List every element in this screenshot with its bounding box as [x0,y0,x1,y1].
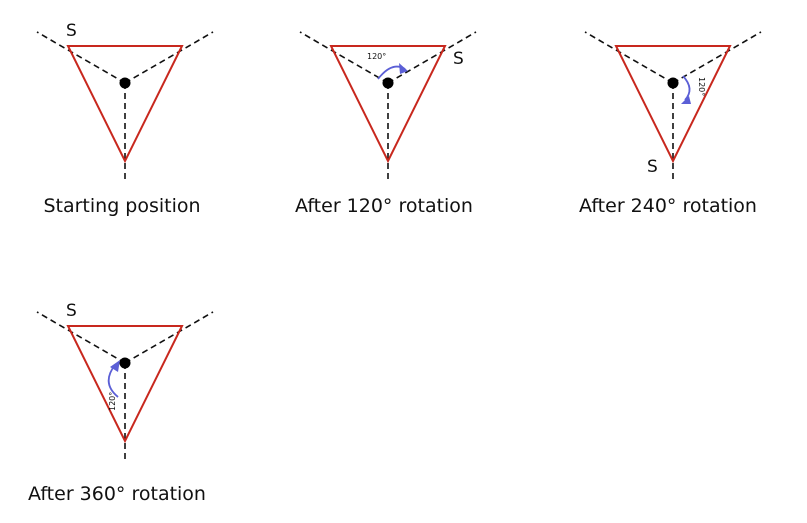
arrowhead-icon [110,360,120,372]
angle-label: 120° [108,392,117,411]
panel-after-120: 120° S [299,31,477,182]
triangle-with-axes [299,31,477,182]
panel-starting-position: S [36,21,214,182]
arrowhead-icon [399,63,408,74]
arrowhead-icon [681,96,691,104]
vertex-marker-s: S [66,21,77,41]
triangle-with-axes [584,31,762,182]
vertex-marker-s: S [453,49,464,69]
caption-after-240: After 240° rotation [579,195,757,217]
angle-label: 120° [367,52,386,61]
caption-after-120: After 120° rotation [295,195,473,217]
vertex-marker-s: S [66,301,77,321]
triangle-with-axes [36,311,214,462]
caption-starting-position: Starting position [43,195,200,217]
panel-after-240: 120° S [584,31,762,182]
caption-after-360: After 360° rotation [28,483,206,505]
panel-after-360: 120° S [36,301,214,462]
rotation-arrow-icon [682,75,691,101]
vertex-marker-s: S [647,157,658,177]
angle-label: 120° [697,77,706,96]
triangle-with-axes [36,31,214,182]
